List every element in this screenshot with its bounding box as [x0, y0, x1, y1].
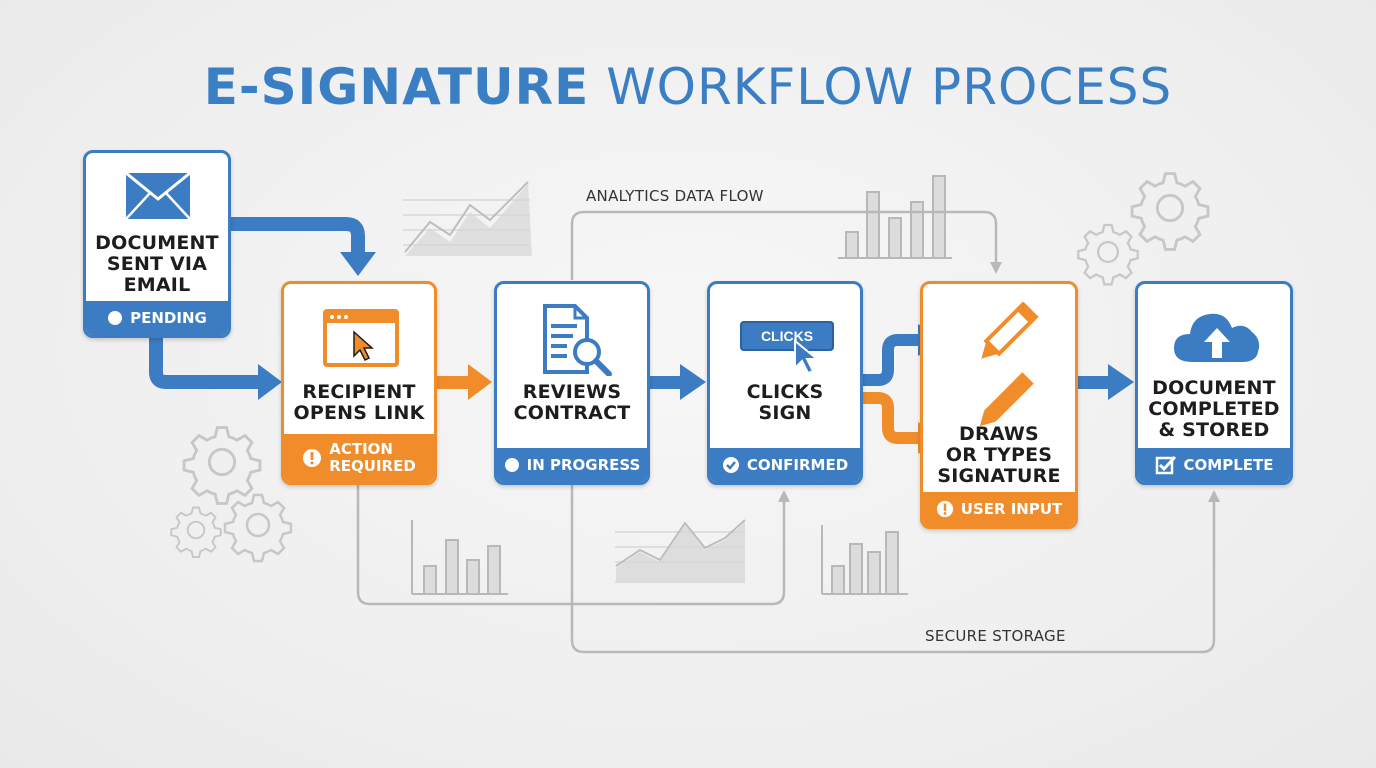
status-badge: COMPLETE — [1138, 448, 1290, 482]
analytics-flow-line — [570, 210, 1002, 280]
dot-icon — [108, 311, 123, 325]
step-card-reviews-contract[interactable]: REVIEWS CONTRACT IN PROGRESS — [494, 281, 650, 485]
step-card-recipient-opens-link[interactable]: RECIPIENT OPENS LINK ACTION REQUIRED — [281, 281, 437, 485]
step-label: REVIEWS CONTRACT — [513, 381, 631, 424]
status-badge: CONFIRMED — [710, 448, 860, 482]
gear-icon — [170, 506, 222, 558]
gear-icon — [182, 426, 262, 505]
mini-line-chart-icon — [403, 181, 532, 256]
gear-icon — [1130, 172, 1210, 251]
step-label: DOCUMENT SENT VIA EMAIL — [95, 232, 219, 296]
storage-flow-line — [570, 484, 1220, 654]
status-text: USER INPUT — [960, 499, 1063, 518]
step-label: DOCUMENT COMPLETED & STORED — [1148, 377, 1280, 441]
mini-bar-chart-icon — [821, 525, 908, 595]
status-text: COMPLETE — [1183, 455, 1274, 474]
flow-arrow — [648, 364, 706, 400]
step-card-clicks-sign[interactable]: CLICKS CLICKS SIGN CONFIRMED — [707, 281, 863, 485]
status-text: PENDING — [130, 308, 207, 327]
status-badge: USER INPUT — [923, 492, 1075, 526]
clicks-button-icon: CLICKS — [740, 321, 834, 351]
status-text: IN PROGRESS — [526, 455, 641, 474]
title-light: WORKFLOW PROCESS — [606, 58, 1173, 116]
status-badge: IN PROGRESS — [497, 448, 647, 482]
browser-cursor-icon — [323, 309, 399, 367]
step-label: RECIPIENT OPENS LINK — [293, 381, 425, 424]
flow-arrow — [436, 364, 492, 400]
cloud-upload-icon — [1174, 313, 1260, 362]
step-label: CLICKS SIGN — [746, 381, 824, 424]
mini-line-chart-icon — [615, 519, 746, 583]
mini-bar-chart-icon — [411, 520, 508, 595]
mini-bar-chart-icon — [838, 175, 952, 259]
status-badge: PENDING — [86, 301, 228, 335]
gear-icon — [223, 493, 293, 563]
gear-icon — [1077, 223, 1139, 286]
storage-flow-label: SECURE STORAGE — [925, 627, 1066, 645]
page-title: E-SIGNATURE WORKFLOW PROCESS — [0, 58, 1376, 116]
flow-arrow — [230, 217, 376, 276]
cursor-icon — [794, 338, 820, 375]
step-card-document-completed[interactable]: DOCUMENT COMPLETED & STORED COMPLETE — [1135, 281, 1293, 485]
step-card-document-sent[interactable]: DOCUMENT SENT VIA EMAIL PENDING — [83, 150, 231, 338]
flow-arrow — [149, 338, 282, 400]
alert-icon — [303, 449, 322, 467]
document-search-icon — [543, 304, 612, 376]
analytics-flow-label: ANALYTICS DATA FLOW — [586, 187, 764, 205]
pencil-icon — [979, 302, 1039, 427]
step-label: DRAWS OR TYPES SIGNATURE — [937, 423, 1061, 487]
status-text: ACTION REQUIRED — [329, 440, 416, 475]
flow-arrow — [1078, 364, 1134, 400]
dot-icon — [504, 458, 519, 472]
check-circle-icon — [722, 457, 739, 473]
status-text: CONFIRMED — [746, 455, 849, 474]
status-badge: ACTION REQUIRED — [284, 434, 434, 482]
checkbox-icon — [1155, 455, 1176, 475]
alert-icon — [936, 500, 953, 518]
step-card-draws-signature[interactable]: DRAWS OR TYPES SIGNATURE USER INPUT — [920, 281, 1078, 529]
envelope-icon — [125, 171, 191, 220]
title-bold: E-SIGNATURE — [203, 58, 590, 116]
